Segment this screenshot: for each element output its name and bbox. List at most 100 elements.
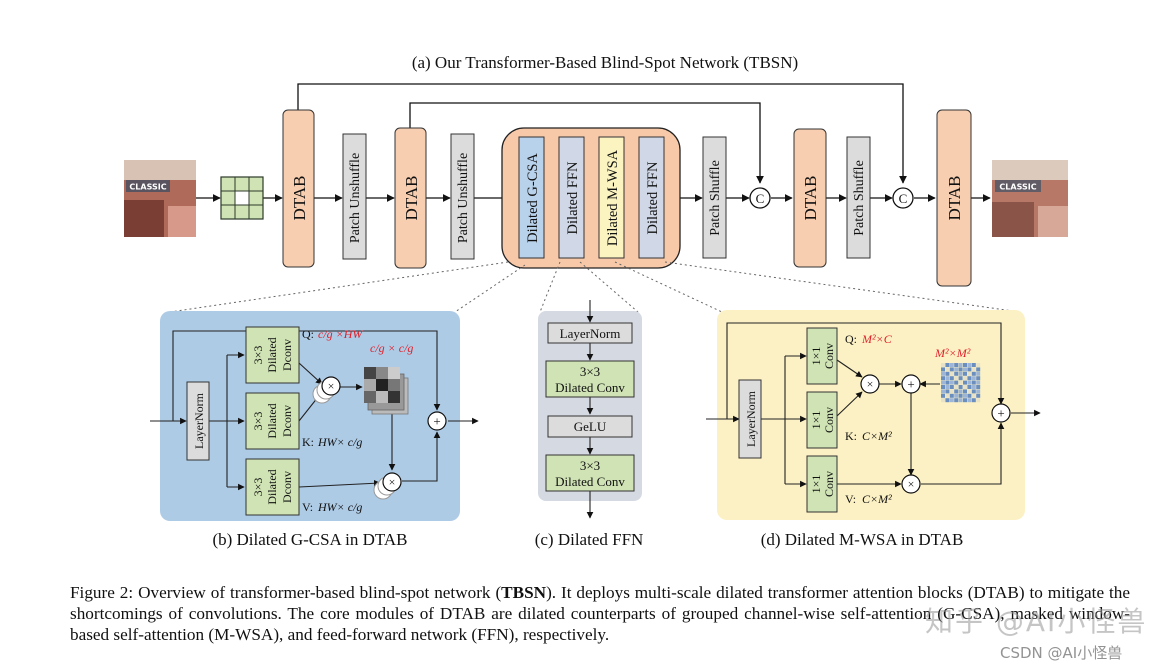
d-layernorm-label: LayerNorm (744, 390, 758, 447)
concat-icon: C (749, 187, 771, 209)
svg-text:3×3: 3×3 (251, 346, 265, 365)
mask-cell (958, 380, 963, 385)
mask-cell (976, 367, 981, 372)
csdn-watermark: CSDN @AI小怪兽 (1000, 644, 1123, 662)
zhihu-watermark: 知乎 @AI小怪兽 (925, 605, 1148, 638)
dtab-block-1: DTAB (282, 109, 315, 268)
mask-cell (976, 389, 981, 394)
mask-cell (941, 398, 945, 403)
mask-cell (971, 367, 976, 372)
svg-text:1×1: 1×1 (809, 347, 823, 366)
d-q-dim: M²×C (861, 332, 893, 346)
c-gelu-label: GeLU (574, 419, 607, 434)
dtab-label: DTAB (290, 176, 309, 221)
mask-cell (949, 380, 954, 385)
svg-text:Conv: Conv (822, 471, 836, 497)
mask-cell (941, 393, 945, 398)
mask-cell (967, 393, 972, 398)
svg-text:Conv: Conv (822, 407, 836, 433)
mask-cell (971, 393, 976, 398)
c-dilated-conv-2: 3×3 Dilated Conv (545, 454, 635, 492)
mask-cell (954, 398, 959, 403)
mask-cell (941, 363, 945, 367)
mask-cell (949, 389, 954, 394)
d-conv-q: 1×1 Conv (806, 327, 838, 385)
mask-cell (967, 376, 972, 381)
d-q-label: Q: (845, 332, 857, 346)
patch-shuffle-1: Patch Shuffle (702, 136, 727, 259)
c-layernorm-label: LayerNorm (560, 326, 621, 341)
mask-cell (963, 385, 967, 389)
mask-cell (949, 371, 954, 376)
panel-d-dilated-mwsa: LayerNorm 1×1 Conv 1×1 Conv 1×1 Conv Q: … (706, 310, 1041, 520)
mask-cell (963, 376, 967, 381)
mask-cell (976, 363, 981, 367)
output-image: CLASSIC (992, 160, 1068, 237)
svg-text:Dconv: Dconv (280, 471, 294, 503)
panel-c-dilated-ffn: LayerNorm 3×3 Dilated Conv GeLU 3×3 Dila… (538, 300, 642, 519)
mask-cell (958, 398, 963, 403)
mask-cell (967, 363, 972, 367)
b-attention-map-icon (364, 367, 409, 415)
mask-cell (958, 376, 963, 381)
mask-cell (954, 376, 959, 381)
dtab-inner-group: Dilated G-CSA Dilated FFN Dilated M-WSA … (501, 127, 681, 269)
b-k-dim: HW× c/g (317, 435, 362, 449)
svg-text:+: + (433, 414, 440, 429)
d-multiply-icon: × (901, 474, 921, 494)
concat-icon: C (892, 187, 914, 209)
mask-cell (971, 385, 976, 389)
input-image-text: CLASSIC (129, 183, 166, 192)
mask-cell (971, 389, 976, 394)
b-conv-k: 3×3 Dilated Dconv (245, 392, 300, 450)
mask-cell (945, 385, 950, 389)
svg-text:Patch Shuffle: Patch Shuffle (708, 160, 723, 236)
b-conv-v: 3×3 Dilated Dconv (245, 458, 300, 516)
b-multiply-icon: × (312, 376, 341, 404)
mask-cell (967, 380, 972, 385)
mask-cell (949, 393, 954, 398)
mask-cell (954, 389, 959, 394)
mask-cell (945, 363, 950, 367)
mask-cell (954, 380, 959, 385)
mask-cell (976, 380, 981, 385)
mask-cell (976, 398, 981, 403)
b-v-dim: HW× c/g (317, 500, 362, 514)
d-add-icon: + (901, 374, 921, 394)
svg-text:Dilated Conv: Dilated Conv (555, 380, 625, 395)
dilated-ffn-label: Dilated FFN (565, 161, 581, 234)
svg-text:×: × (908, 477, 915, 491)
mask-cell (949, 385, 954, 389)
d-v-dim: C×M² (862, 492, 892, 506)
patch-unshuffle-1: Patch Unshuffle (342, 133, 367, 260)
b-v-label: V: (302, 500, 313, 514)
mask-cell (954, 367, 959, 372)
svg-text:1×1: 1×1 (809, 411, 823, 430)
mask-cell (963, 380, 967, 385)
mask-cell (967, 385, 972, 389)
mask-cell (958, 371, 963, 376)
b-k-label: K: (302, 435, 314, 449)
mask-cell (945, 376, 950, 381)
mask-cell (971, 376, 976, 381)
panel-b-caption: (b) Dilated G-CSA in DTAB (212, 530, 407, 549)
mask-cell (976, 376, 981, 381)
mask-cell (971, 398, 976, 403)
svg-text:1×1: 1×1 (809, 475, 823, 494)
figure-caption: Figure 2: Overview of transformer-based … (70, 583, 1130, 644)
d-k-dim: C×M² (862, 429, 892, 443)
mask-cell (963, 363, 967, 367)
c-dilated-conv-1: 3×3 Dilated Conv (545, 360, 635, 398)
figure-title: (a) Our Transformer-Based Blind-Spot Net… (412, 53, 798, 72)
svg-text:Dilated: Dilated (265, 469, 279, 504)
svg-text:Dilated: Dilated (265, 403, 279, 438)
b-q-dim: c/g ×HW (318, 327, 363, 341)
mask-cell (958, 393, 963, 398)
mask-cell (949, 367, 954, 372)
svg-text:3×3: 3×3 (580, 364, 600, 379)
d-v-label: V: (845, 492, 856, 506)
svg-text:×: × (389, 475, 396, 489)
svg-text:×: × (328, 379, 335, 393)
b-attn-dim: c/g × c/g (370, 341, 413, 355)
